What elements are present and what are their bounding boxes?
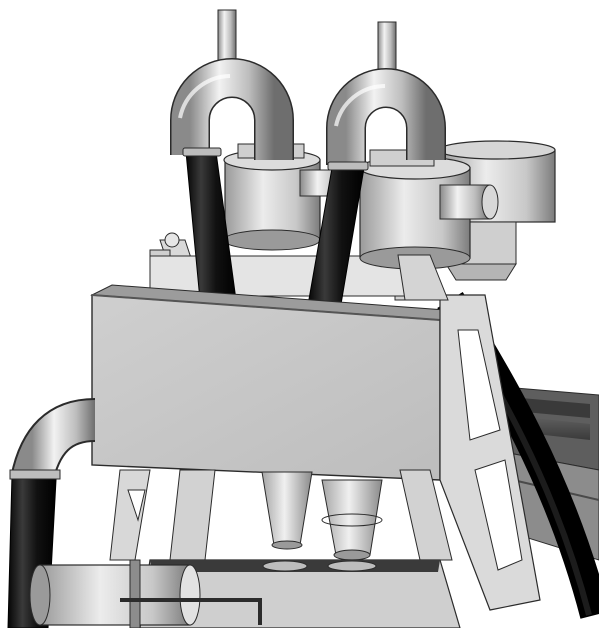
right-frame-leg <box>397 254 541 611</box>
cones <box>261 471 383 561</box>
hoses <box>182 147 599 619</box>
lower-frame <box>109 469 453 561</box>
front-box <box>90 284 463 481</box>
motor <box>29 559 262 628</box>
u-bend-right <box>326 68 446 165</box>
u-bend-left <box>170 58 294 160</box>
